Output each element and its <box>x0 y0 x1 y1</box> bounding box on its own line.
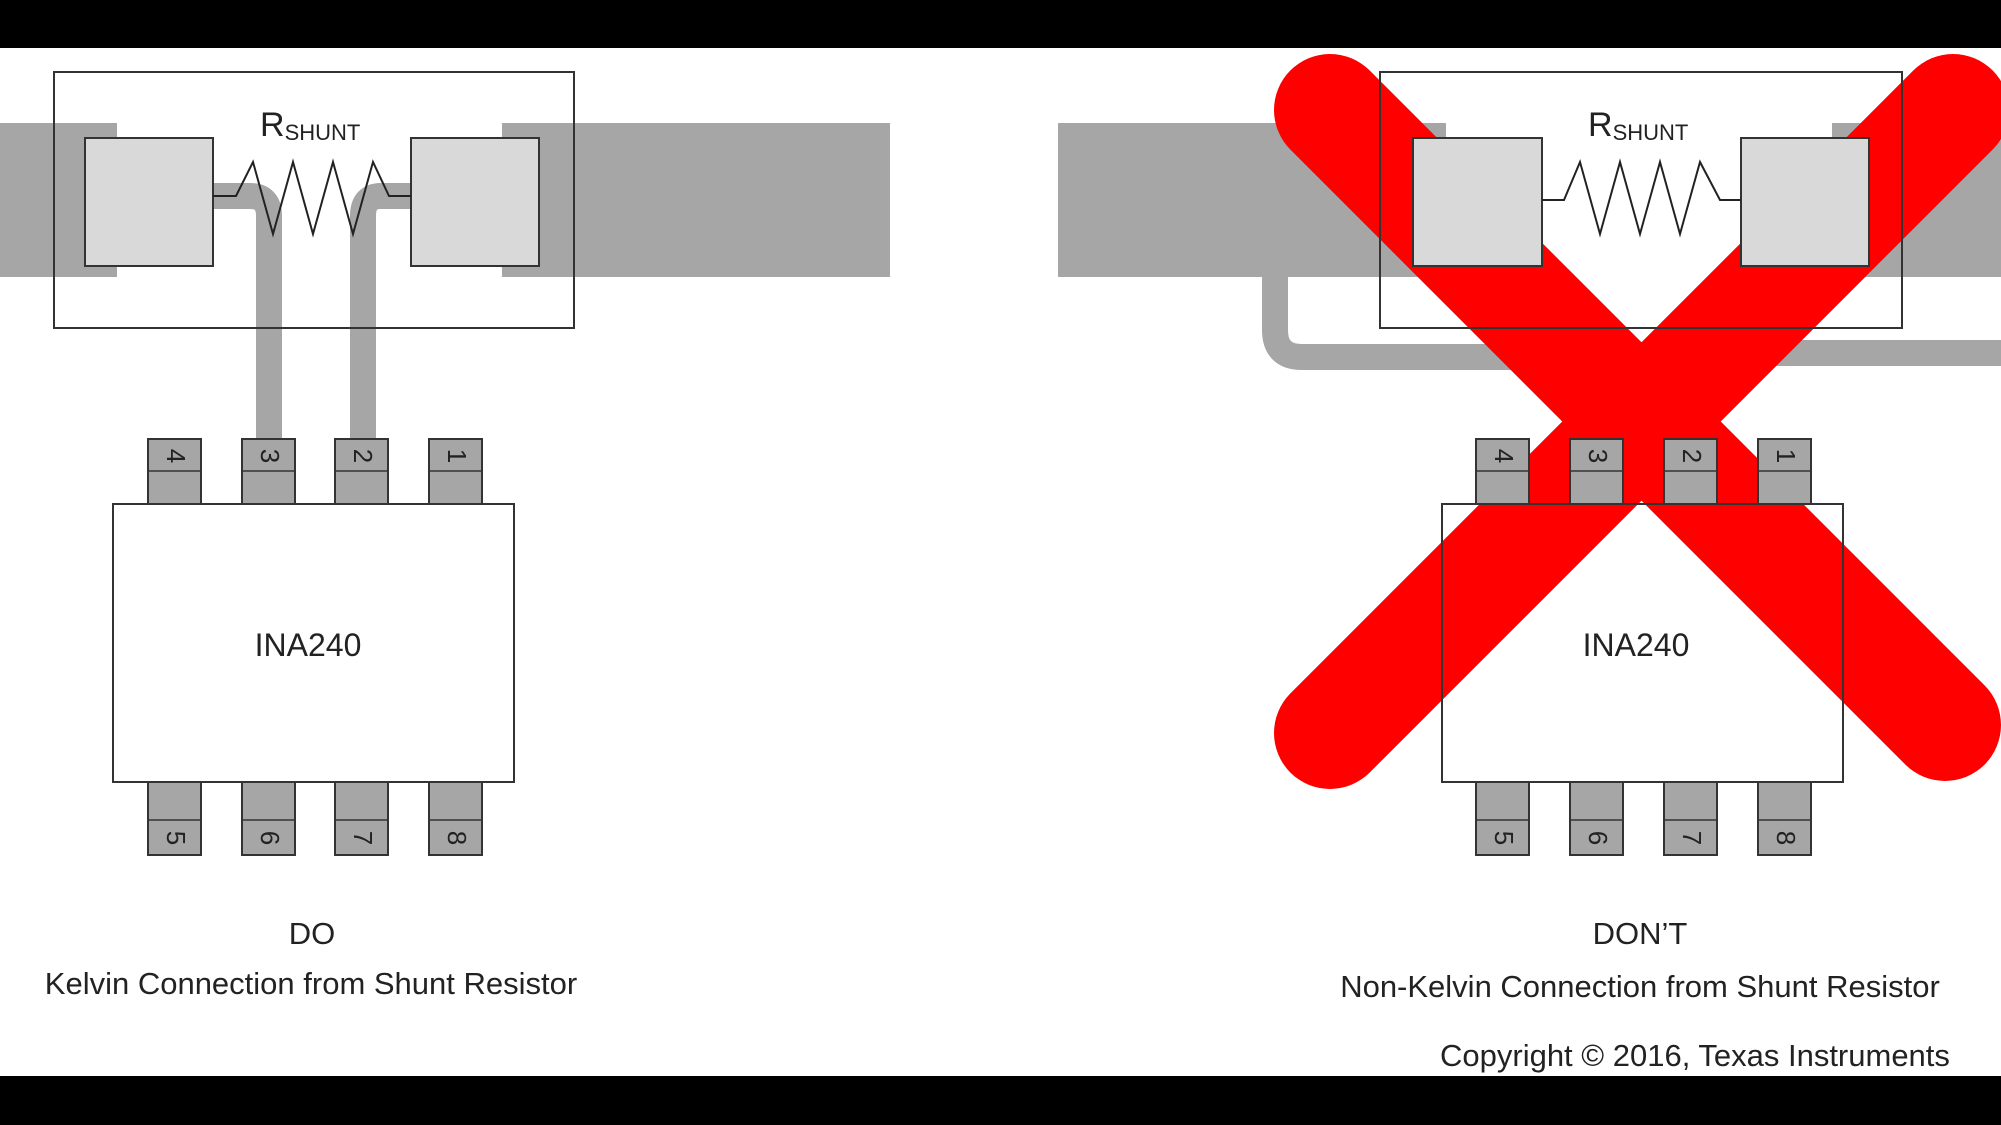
left-panel: RSHUNT 4 3 2 1 5 <box>0 71 890 1001</box>
right-shunt-pad-right <box>1740 137 1870 267</box>
right-pin-3: 3 <box>1569 438 1624 505</box>
right-pin-2: 2 <box>1663 438 1718 505</box>
left-pin-4-label: 4 <box>161 449 191 463</box>
right-shunt-pad-left <box>1412 137 1543 267</box>
right-caption-text: Non-Kelvin Connection from Shunt Resisto… <box>1340 969 1940 1004</box>
right-pin-7-label: 7 <box>1677 831 1707 845</box>
right-resistor-label: RSHUNT <box>1588 106 1688 145</box>
left-pin-7: 7 <box>334 781 389 856</box>
left-pin-3-label: 3 <box>255 449 285 463</box>
left-shunt-footprint <box>53 71 575 329</box>
left-pin-8-label: 8 <box>442 831 472 845</box>
left-pin-3: 3 <box>241 438 296 505</box>
right-pin-4-label: 4 <box>1489 449 1519 463</box>
left-bus-trace-right <box>502 123 890 277</box>
left-chip-label: INA240 <box>255 627 362 663</box>
right-pin-1-label: 1 <box>1771 449 1801 463</box>
right-pin-2-label: 2 <box>1677 449 1707 463</box>
right-pin-4: 4 <box>1475 438 1530 505</box>
right-pin-8-label: 8 <box>1771 831 1801 845</box>
bottom-letterbox <box>0 1076 2001 1125</box>
left-caption-text: Kelvin Connection from Shunt Resistor <box>45 966 577 1001</box>
left-resistor-label: RSHUNT <box>260 106 360 145</box>
right-resistor-symbol <box>1542 158 1741 238</box>
left-caption-title: DO <box>289 916 336 951</box>
right-pin-1: 1 <box>1757 438 1812 505</box>
right-pin-3-label: 3 <box>1583 449 1613 463</box>
copyright-notice: Copyright © 2016, Texas Instruments <box>1440 1038 1950 1073</box>
left-pin-5-label: 5 <box>161 831 191 845</box>
right-pin-5: 5 <box>1475 781 1530 856</box>
left-pin-1-label: 1 <box>442 449 472 463</box>
right-pin-5-label: 5 <box>1489 831 1519 845</box>
right-chip-label: INA240 <box>1583 627 1690 663</box>
right-pin-8: 8 <box>1757 781 1812 856</box>
right-caption-title: DON’T <box>1593 916 1688 951</box>
right-pin-6: 6 <box>1569 781 1624 856</box>
left-resistor-symbol <box>213 158 411 238</box>
left-pin-2-label: 2 <box>348 449 378 463</box>
left-pin-8: 8 <box>428 781 483 856</box>
left-pin-7-label: 7 <box>348 831 378 845</box>
left-pin-2: 2 <box>334 438 389 505</box>
right-pin-6-label: 6 <box>1583 831 1613 845</box>
top-letterbox <box>0 0 2001 48</box>
left-pin-6: 6 <box>241 781 296 856</box>
left-shunt-pad-left <box>84 137 214 267</box>
right-pin-7: 7 <box>1663 781 1718 856</box>
right-shunt-footprint <box>1379 71 1903 329</box>
left-pin-4: 4 <box>147 438 202 505</box>
left-pin-6-label: 6 <box>255 831 285 845</box>
left-kelvin-trace-pin2 <box>350 183 410 440</box>
left-ina240-chip <box>112 503 515 783</box>
left-shunt-pad-right <box>410 137 540 267</box>
right-panel: RSHUNT 4 3 2 1 5 <box>1058 54 2001 1004</box>
left-pin-1: 1 <box>428 438 483 505</box>
right-ina240-chip <box>1441 503 1844 783</box>
left-pin-5: 5 <box>147 781 202 856</box>
